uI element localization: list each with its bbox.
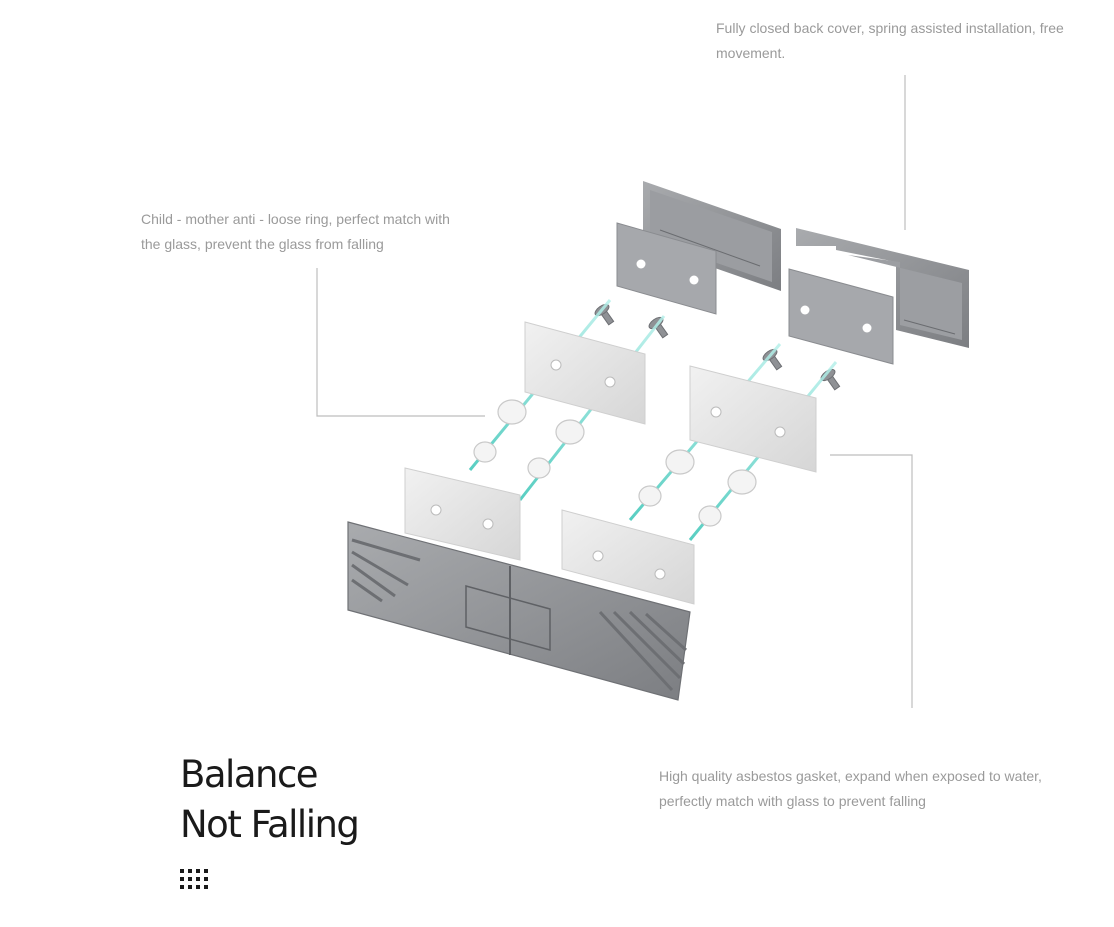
back-cover-right [796,228,969,348]
anti-loose-ring-callout: Child - mother anti - loose ring, perfec… [141,211,450,252]
gasket-plate-left [524,321,646,425]
dot-grid-icon [180,869,208,889]
headline-line-2: Not Falling [180,803,360,846]
hinge-front-body [347,521,691,701]
clamp-plate-right [788,268,894,365]
front-gasket-right [561,509,695,605]
gasket-callout: High quality asbestos gasket, expand whe… [659,768,1042,809]
headline: Balance Not Falling [180,750,360,850]
back-cover-left [643,181,781,291]
headline-line-1: Balance [180,753,319,796]
leader-lines [316,75,913,708]
anti-loose-rings [473,399,757,527]
back-cover-callout: Fully closed back cover, spring assisted… [716,20,1064,61]
clamp-plate-left [616,222,717,315]
front-gasket-left [404,467,521,561]
gasket-plate-right [689,365,817,473]
